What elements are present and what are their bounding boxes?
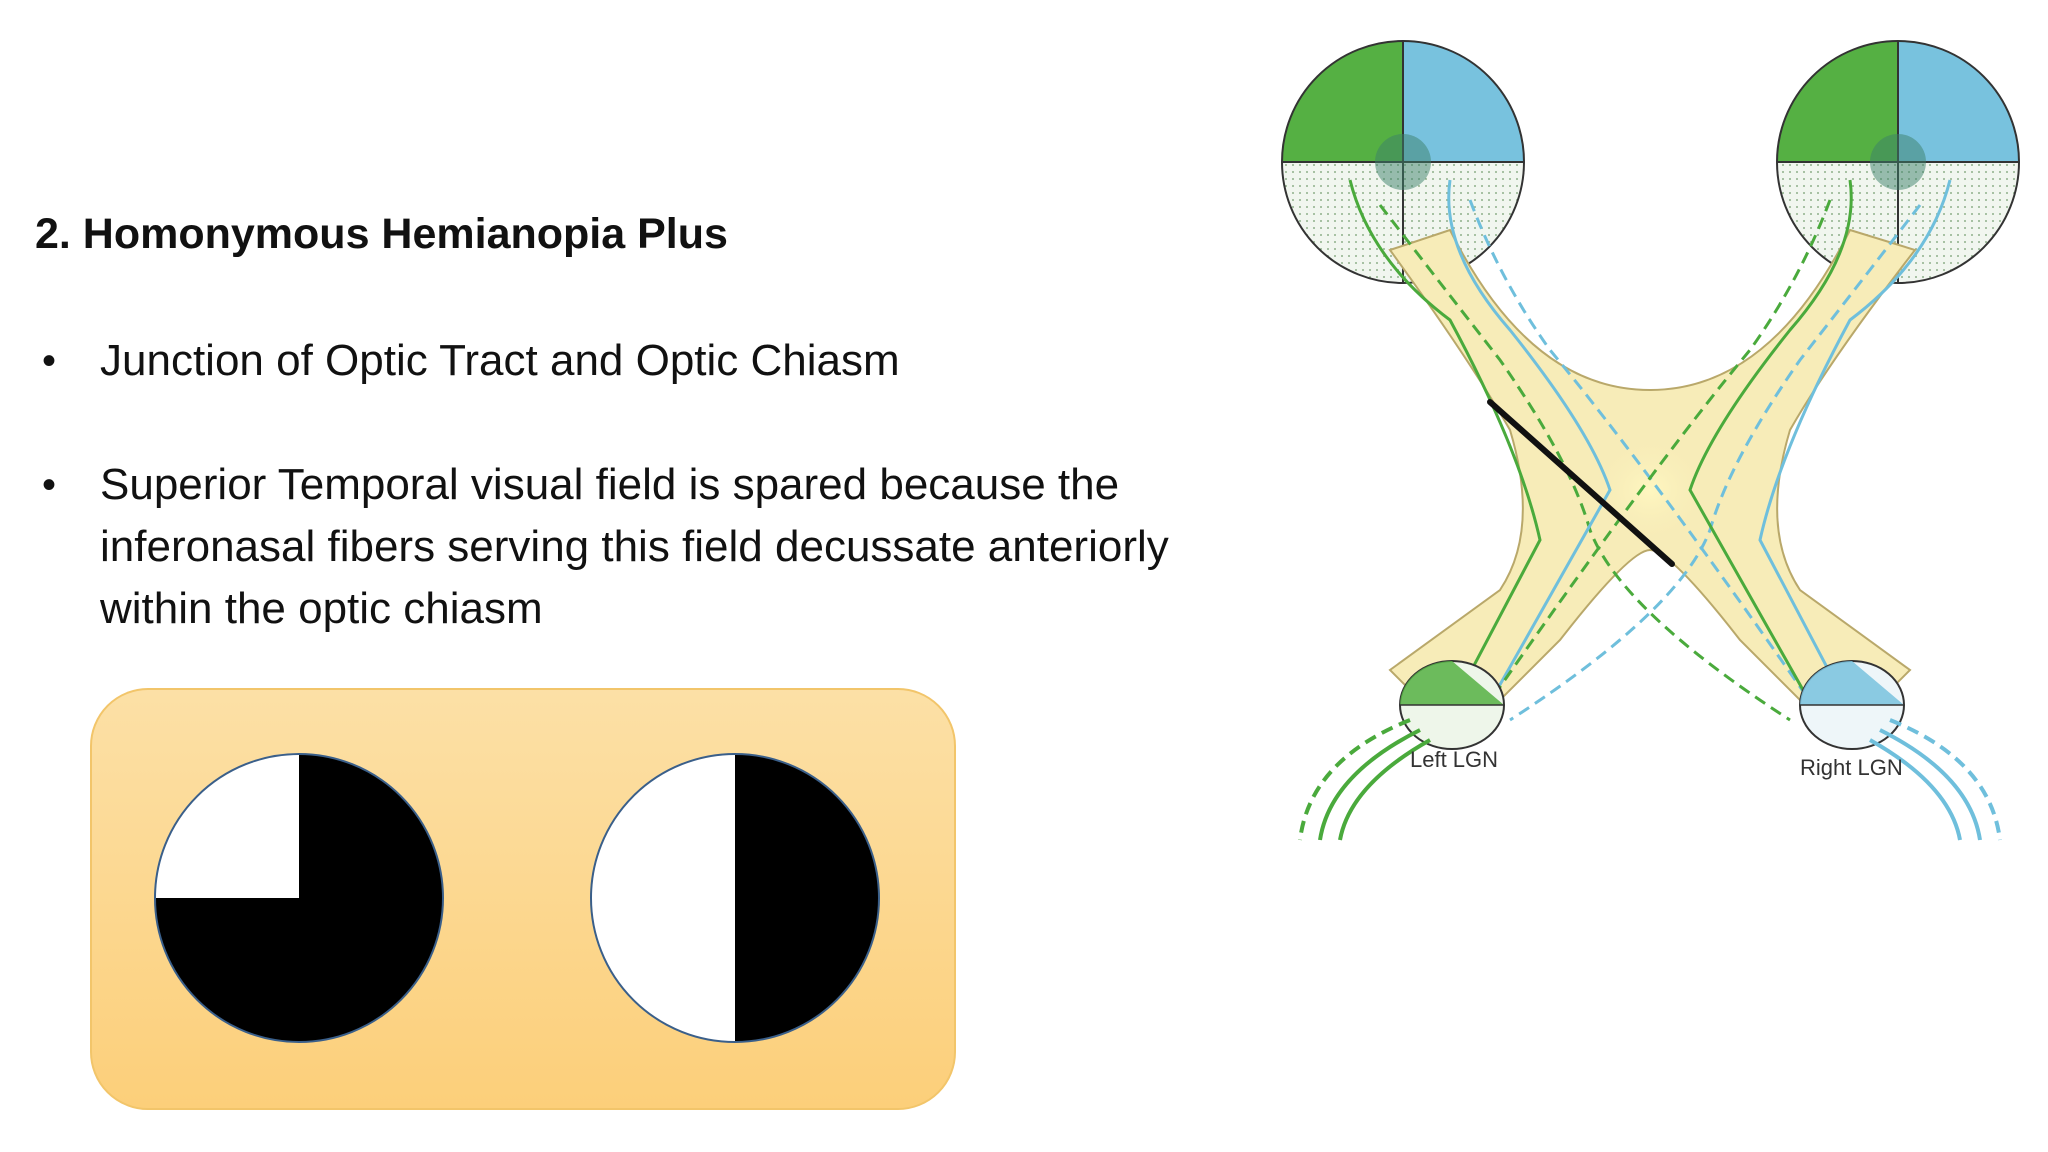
slide-title: 2. Homonymous Hemianopia Plus — [35, 210, 728, 258]
visual-field-diagram — [154, 753, 880, 1043]
left-lgn-label: Left LGN — [1410, 747, 1498, 772]
right-lgn-label: Right LGN — [1800, 755, 1903, 780]
right-eye-green-quadrant — [1777, 41, 1898, 162]
left-eye-fovea — [1375, 134, 1431, 190]
right-eye-fovea — [1870, 134, 1926, 190]
left-eye — [1281, 40, 1525, 284]
left-eye-green-quadrant — [1282, 41, 1403, 162]
left-field-spared-quadrant — [155, 754, 299, 898]
bullet-marker: • — [42, 463, 57, 507]
bullet-text: Superior Temporal visual field is spared… — [100, 460, 1169, 633]
bullet-item: • Junction of Optic Tract and Optic Chia… — [40, 330, 1190, 392]
right-eye — [1776, 40, 2020, 284]
left-field-outline — [154, 753, 444, 1043]
bullet-marker: • — [42, 339, 57, 383]
optic-chiasm-diagram: Left LGN Right LGN — [1281, 40, 2020, 841]
right-field-outline — [590, 753, 880, 1043]
chiasm-center — [1590, 435, 1710, 545]
bullet-text: Junction of Optic Tract and Optic Chiasm — [100, 336, 900, 385]
left-eye-field — [154, 753, 444, 1043]
right-field-spared-half — [591, 754, 735, 1042]
right-lgn — [1799, 660, 1905, 750]
visual-field-panel — [90, 688, 956, 1110]
nerve-fibers — [1348, 179, 1952, 731]
bullet-item: • Superior Temporal visual field is spar… — [40, 454, 1190, 640]
right-eye-field — [590, 753, 880, 1043]
left-eye-blue-quadrant — [1403, 41, 1524, 162]
lesion-line — [1487, 399, 1675, 567]
optic-radiations — [1298, 718, 2002, 841]
right-eye-blue-quadrant — [1898, 41, 2019, 162]
left-lgn — [1399, 660, 1505, 750]
bullet-list: • Junction of Optic Tract and Optic Chia… — [40, 330, 1190, 702]
